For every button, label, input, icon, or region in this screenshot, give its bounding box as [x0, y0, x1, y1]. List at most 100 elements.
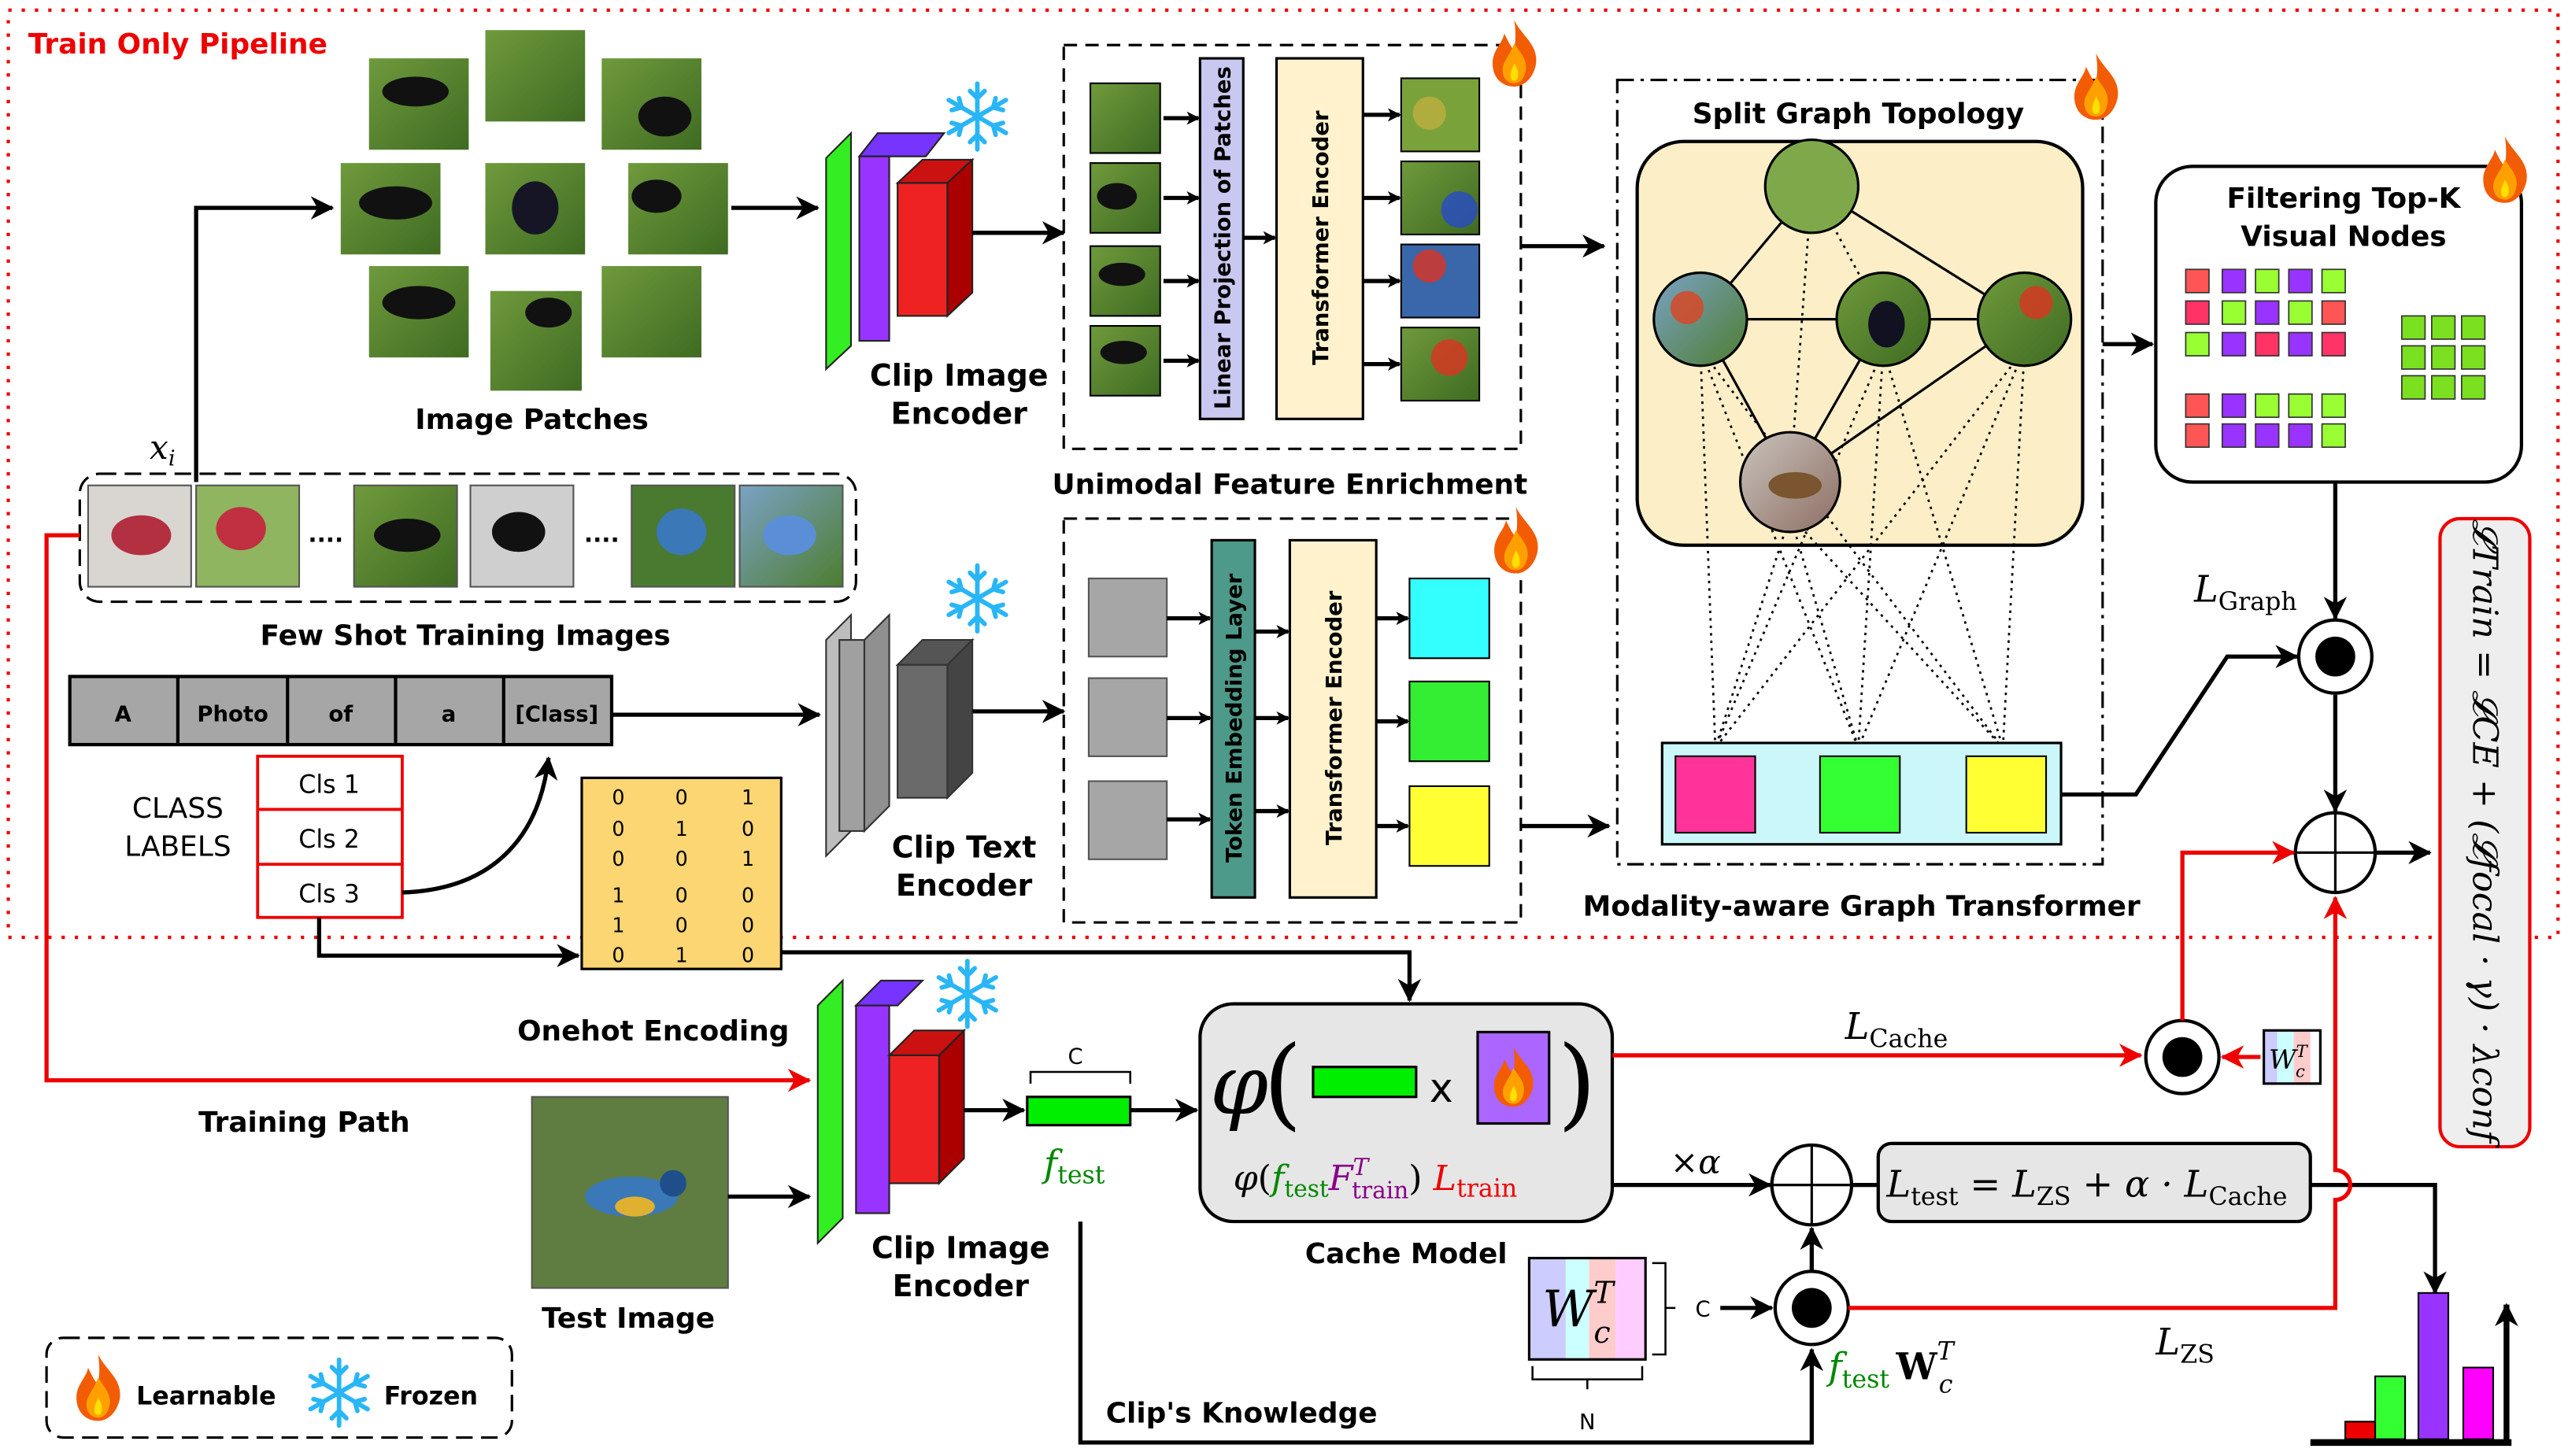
legend-frozen: Frozen — [384, 1382, 478, 1410]
unimodal-label: Unimodal Feature Enrichment — [1053, 468, 1528, 501]
text-node-pink — [1674, 755, 1756, 834]
train-loss-formula: 𝓛Train = 𝓛CE + (𝓛focal · γ) · λconf — [2465, 519, 2505, 1148]
histogram-bar — [2344, 1421, 2377, 1440]
times-alpha-label: ×α — [1671, 1143, 1721, 1181]
text-feature-green — [1408, 680, 1490, 763]
svg-text:0: 0 — [742, 944, 754, 967]
class-labels-list: Cls 1 Cls 2 Cls 3 — [256, 754, 404, 919]
fire-icon — [1494, 507, 1538, 574]
svg-text:1: 1 — [675, 817, 688, 841]
transformer-encoder-label-text: Transformer Encoder — [1323, 590, 1347, 845]
legend-box — [45, 1336, 513, 1439]
multiply-sign: x — [1430, 1065, 1453, 1111]
onehot-label: Onehot Encoding — [517, 1015, 789, 1048]
close-paren: ) — [1557, 1024, 1596, 1140]
few-shot-label: Few Shot Training Images — [261, 619, 671, 652]
few-shot-box — [78, 472, 857, 604]
svg-text:WTc: WTc — [1542, 1276, 1615, 1351]
n-dim-label: N — [1579, 1410, 1596, 1435]
l-zs-label: LZS — [2155, 1321, 2215, 1369]
prompt-token: A — [115, 703, 132, 727]
fire-icon — [2074, 53, 2118, 120]
transformer-encoder-label-visual: Transformer Encoder — [1309, 110, 1334, 365]
few-shot-images — [87, 484, 844, 588]
input-patches — [1089, 82, 1161, 397]
phi-symbol: φ — [1210, 1037, 1268, 1133]
output-histogram — [2344, 1292, 2495, 1440]
image-patches-label: Image Patches — [415, 404, 649, 436]
fire-icon — [1492, 20, 1537, 87]
training-path-label: Training Path — [198, 1107, 410, 1139]
histogram-bar — [2462, 1366, 2495, 1440]
test-oplus — [1770, 1143, 1854, 1227]
few-shot-ellipsis-2: .... — [584, 521, 620, 548]
snowflake-icon — [949, 566, 1005, 632]
cache-model-label: Cache Model — [1305, 1238, 1508, 1270]
transformer-encoder-box-visual — [1275, 57, 1364, 420]
legend-learnable: Learnable — [136, 1382, 276, 1410]
svg-text:0: 0 — [675, 884, 688, 907]
l-test-formula: Ltest = LZS + α · LCache — [1885, 1162, 2287, 1211]
c-dim-label: C — [1068, 1044, 1082, 1069]
open-paren: ( — [1264, 1024, 1302, 1140]
histogram-bar — [2374, 1375, 2407, 1440]
svg-text:0: 0 — [675, 785, 688, 809]
text-enrichment-box — [1062, 517, 1523, 924]
class-label: Cls 3 — [298, 881, 360, 909]
text-node-yellow — [1965, 755, 2048, 834]
prompt-template: A Photo of a [Class] — [68, 674, 614, 747]
l-cache-label: LCache — [1845, 1005, 1948, 1054]
train-only-title: Train Only Pipeline — [28, 28, 327, 61]
svg-text:0: 0 — [742, 884, 754, 907]
snowflake-icon — [949, 83, 1005, 150]
all-visual-nodes — [2185, 268, 2346, 449]
svg-text:1: 1 — [675, 944, 688, 967]
f-test-label: ftest — [1042, 1143, 1105, 1189]
cache-odot — [2144, 1018, 2221, 1096]
svg-text:0: 0 — [612, 847, 624, 870]
svg-text:1: 1 — [742, 847, 754, 870]
token-embedding-label: Token Embedding Layer — [1223, 573, 1247, 863]
l-test-box — [1876, 1141, 2312, 1224]
svg-text:0: 0 — [612, 785, 624, 809]
zs-odot — [1773, 1269, 1850, 1347]
token-embedding-box — [1210, 538, 1256, 899]
enriched-patches — [1400, 77, 1481, 402]
clip-image-encoder-bottom — [816, 978, 967, 1246]
histogram-bar — [2417, 1292, 2450, 1440]
svg-text:1: 1 — [742, 785, 754, 809]
svg-text:0: 0 — [612, 817, 624, 841]
prompt-token: a — [442, 703, 457, 727]
svg-text:0: 0 — [675, 914, 688, 937]
graph-nodes — [1652, 139, 2073, 534]
x-i-label: xi — [150, 428, 176, 471]
l-graph-label: LGraph — [2193, 568, 2297, 617]
snowflake-icon — [939, 961, 996, 1027]
clip-image-encoder-top — [825, 131, 975, 371]
graph-dotted-edges — [1699, 186, 2026, 749]
train-only-region — [6, 8, 2560, 940]
text-node-green — [1819, 755, 1901, 834]
f-test-in-cache — [1312, 1066, 1418, 1099]
svg-text:1: 1 — [612, 914, 624, 937]
final-oplus — [2293, 811, 2377, 895]
prompt-token: of — [328, 703, 353, 727]
test-image — [531, 1096, 729, 1289]
top-k-visual-nodes — [2401, 315, 2486, 400]
graph-transformer-box — [1615, 78, 2104, 866]
prompt-token: Photo — [197, 703, 268, 727]
svg-text:0: 0 — [612, 944, 624, 967]
text-tokens — [1087, 577, 1168, 860]
text-feature-cyan — [1408, 577, 1490, 660]
split-graph-title: Split Graph Topology — [1693, 98, 2025, 130]
prompt-token: [Class] — [515, 703, 598, 727]
